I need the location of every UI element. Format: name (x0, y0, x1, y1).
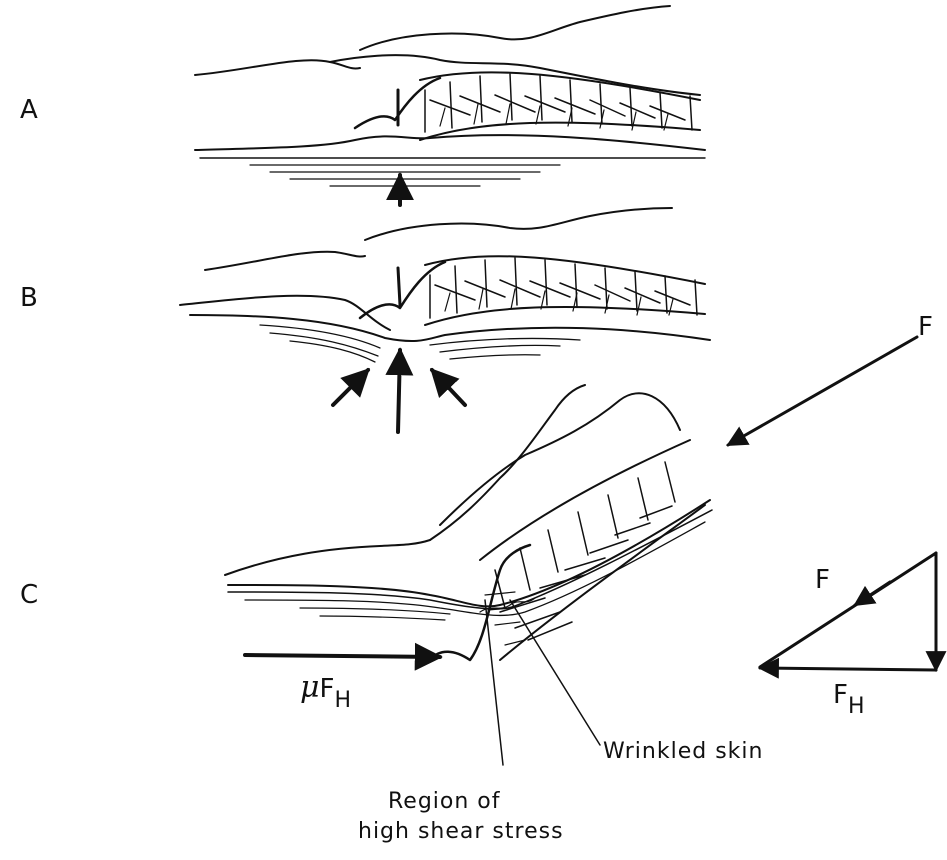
callout-wrinkled-skin: Wrinkled skin (603, 738, 763, 766)
panel-label-c: C (20, 580, 38, 610)
panel-label-b: B (20, 283, 38, 313)
mufh-base: F (320, 674, 335, 704)
mu-symbol: μ (300, 670, 320, 705)
panel-a-spine (420, 72, 700, 140)
panel-a-drawing (195, 6, 705, 205)
callout-region-line2: high shear stress (358, 818, 564, 846)
panel-label-a: A (20, 95, 38, 125)
panel-c-spine (480, 440, 705, 660)
panel-c-drawing (225, 385, 712, 765)
panel-b-spine (425, 256, 705, 325)
force-label-fh: FH (833, 680, 865, 710)
force-vector-f (728, 337, 917, 445)
force-triangle (760, 553, 936, 670)
force-label-mu-fh: μFH (300, 670, 351, 705)
panel-b-drawing (180, 208, 710, 432)
fh-base: F (833, 680, 848, 710)
fh-subscript: H (848, 694, 865, 719)
mufh-subscript: H (334, 688, 351, 713)
force-label-f: F (918, 312, 933, 342)
force-label-f-triangle: F (815, 565, 830, 595)
callout-region-line1: Region of (388, 788, 501, 816)
